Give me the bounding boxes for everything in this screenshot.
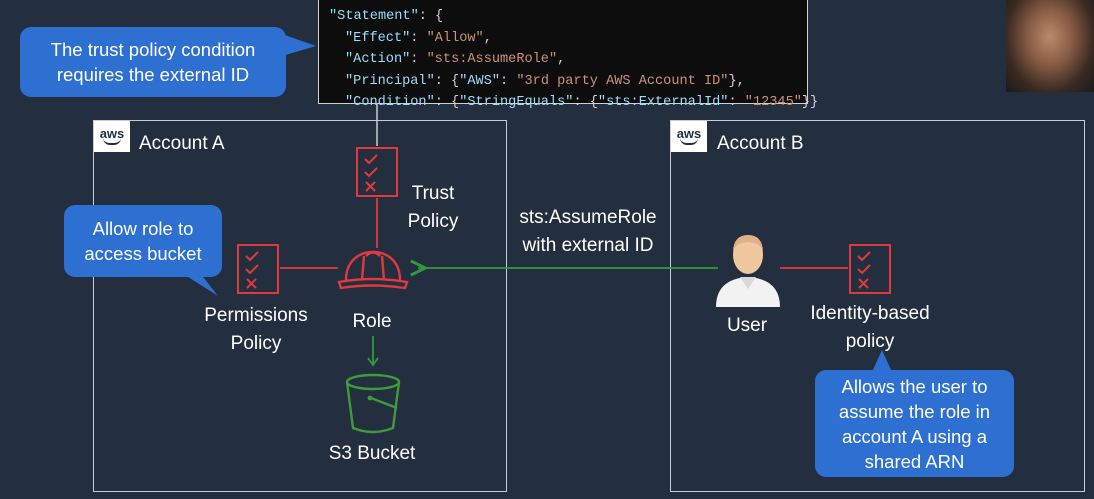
- role-label: Role: [352, 311, 392, 332]
- account-b-title: Account B: [717, 133, 804, 154]
- s3-bucket-label: S3 Bucket: [328, 443, 416, 464]
- checklist-icon: [356, 147, 398, 197]
- identity-policy-label: Identity-based policy: [810, 303, 930, 352]
- presenter-webcam: [1006, 0, 1094, 92]
- account-b-box: [670, 120, 1085, 492]
- permissions-policy-label: Permissions Policy: [204, 305, 308, 354]
- hard-hat-icon: [337, 250, 409, 290]
- role-to-bucket-arrowhead: [367, 357, 379, 367]
- checklist-icon: [237, 244, 279, 294]
- allows-user-callout: Allows the user to assume the role in ac…: [815, 370, 1014, 477]
- code-line-condition: "Condition": {"StringEquals": {"sts:Exte…: [345, 95, 819, 110]
- user-avatar-icon: [716, 235, 780, 307]
- callout-tail: [282, 34, 316, 56]
- code-line-effect: "Effect": "Allow",: [345, 30, 492, 46]
- code-line-principal: "Principal": {"AWS": "3rd party AWS Acco…: [345, 73, 745, 89]
- code-line-action: "Action": "sts:AssumeRole",: [345, 52, 566, 67]
- trust-policy-label: Trust Policy: [407, 183, 459, 232]
- trust-policy-code: "Statement": { "Effect": "Allow", "Actio…: [318, 0, 818, 110]
- code-line-statement: "Statement": {: [329, 9, 444, 24]
- callout-tail: [872, 350, 892, 372]
- account-a-box: [93, 120, 507, 492]
- assume-role-edge-label: sts:AssumeRole with external ID: [519, 207, 657, 256]
- aws-logo-icon: aws: [94, 121, 130, 152]
- trust-condition-callout: The trust policy condition requires the …: [20, 27, 286, 97]
- s3-bucket-icon: [345, 373, 401, 434]
- aws-logo-icon: aws: [671, 121, 707, 152]
- allow-role-callout: Allow role to access bucket: [64, 205, 222, 277]
- checklist-icon: [849, 244, 891, 294]
- account-a-title: Account A: [139, 133, 225, 154]
- user-label: User: [726, 315, 768, 336]
